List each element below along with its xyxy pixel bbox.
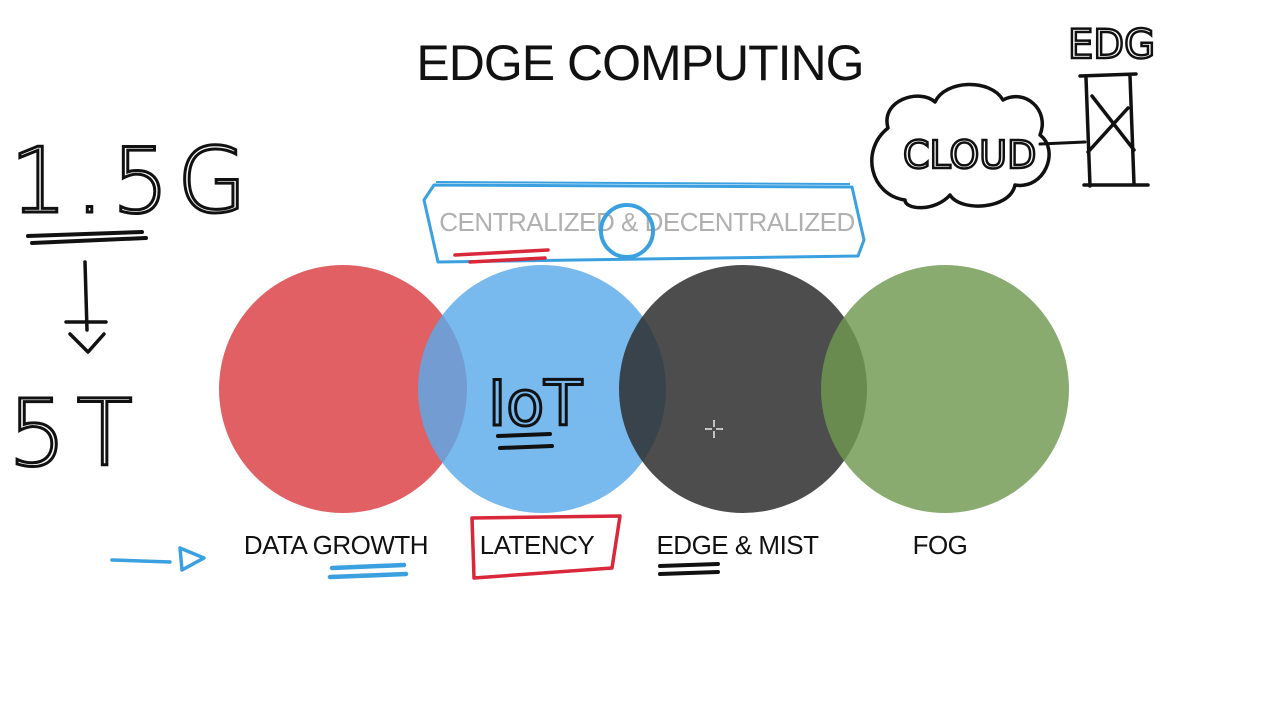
underline-edge [658,562,720,576]
cloud-connector-line [1038,140,1087,146]
label-data-growth: DATA GROWTH [243,530,429,560]
label-fog: FOG [912,530,968,560]
handwritten-5t: 5T [8,380,143,487]
underline-1-5g [26,230,148,245]
down-arrow-icon [64,260,108,354]
underline-centralized [453,248,550,264]
underline-growth [327,562,409,580]
label-edge-mist: EDGE & MIST [656,530,819,560]
crosshair-cursor-icon [705,420,723,438]
cloud-icon [870,82,1051,210]
circle-fog [821,265,1069,513]
handwritten-1-5g: 1.5G [10,129,255,234]
label-latency: LATENCY [479,530,595,560]
handwritten-cloud-label: CLOUD [903,133,1036,177]
right-arrow-icon [110,546,206,572]
diagram-title: EDGE COMPUTING [416,35,864,91]
subtitle-box-stroke [435,181,851,185]
diagram-subtitle: CENTRALIZED & DECENTRALIZED [439,207,855,237]
